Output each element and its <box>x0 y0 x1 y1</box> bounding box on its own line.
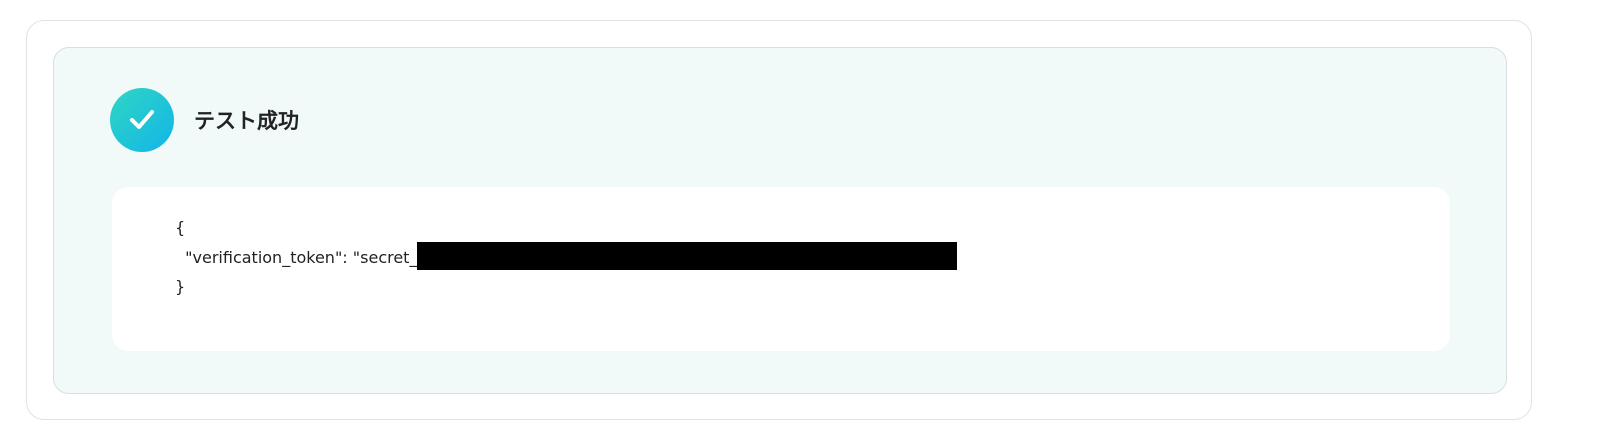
json-token-text: "verification_token": "secret_ <box>175 248 418 267</box>
success-panel: テスト成功 { "verification_token": "secret_} <box>53 47 1507 394</box>
redacted-block <box>417 242 958 270</box>
json-output: { "verification_token": "secret_} <box>112 187 1450 351</box>
status-title: テスト成功 <box>194 109 299 133</box>
json-token-line: "verification_token": "secret_ <box>175 242 958 272</box>
status-header: テスト成功 <box>110 88 299 152</box>
json-close-brace: } <box>175 277 186 296</box>
json-open-brace: { <box>175 218 186 237</box>
result-card: テスト成功 { "verification_token": "secret_} <box>26 20 1532 420</box>
check-circle-icon <box>110 88 174 152</box>
